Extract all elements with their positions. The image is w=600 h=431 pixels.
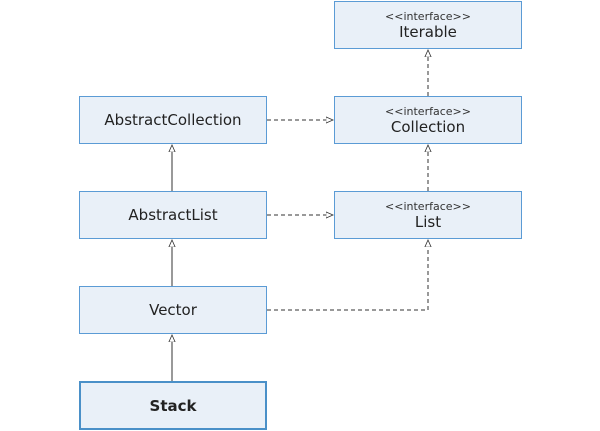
edge-vector-list bbox=[267, 240, 428, 311]
node-iterable-label: Iterable bbox=[399, 22, 457, 41]
node-collection-stereotype: <<interface>> bbox=[385, 104, 471, 118]
node-abstractlist-label: AbstractList bbox=[128, 206, 218, 224]
node-abstractcollection[interactable]: AbstractCollection bbox=[79, 96, 267, 144]
node-list-label: List bbox=[414, 212, 442, 231]
node-stack-label: Stack bbox=[149, 396, 197, 415]
node-collection[interactable]: <<interface>> Collection bbox=[334, 96, 522, 144]
node-stack[interactable]: Stack bbox=[79, 381, 267, 430]
node-abstractcollection-label: AbstractCollection bbox=[104, 111, 242, 129]
node-list-stereotype: <<interface>> bbox=[385, 199, 471, 213]
node-collection-label: Collection bbox=[390, 117, 466, 136]
node-iterable[interactable]: <<interface>> Iterable bbox=[334, 1, 522, 49]
node-vector[interactable]: Vector bbox=[79, 286, 267, 334]
node-abstractlist[interactable]: AbstractList bbox=[79, 191, 267, 239]
node-vector-label: Vector bbox=[149, 301, 197, 319]
node-list[interactable]: <<interface>> List bbox=[334, 191, 522, 239]
node-iterable-stereotype: <<interface>> bbox=[385, 9, 471, 23]
